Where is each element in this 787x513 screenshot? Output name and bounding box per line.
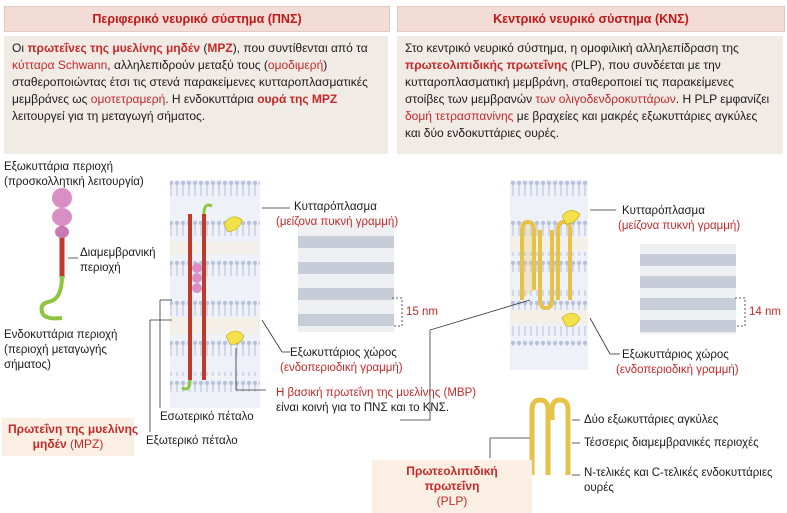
pns-spacing-bracket: [392, 297, 403, 327]
pns-header: Περιφερικό νευρικό σύστημα (ΠΝΣ): [4, 6, 390, 32]
mbp-protein-icon-2: [225, 330, 245, 345]
pns-description: Οι πρωτεΐνες της μυελίνης μηδέν (MPZ), π…: [4, 36, 388, 154]
mbp-protein-icon: [223, 216, 243, 233]
cns-intraperiod-line-label: (ενδοπεριοδική γραμμή): [616, 364, 739, 376]
cns-major-dense-line-label: (μείζονα πυκνή γραμμή): [618, 220, 741, 232]
pns-spacing-label: 15 nm: [406, 306, 438, 318]
cns-spacing-label: 14 nm: [749, 306, 781, 318]
plp-protein-icon: [529, 397, 571, 475]
plp-stack-icon: [520, 219, 572, 311]
cns-mbp-icon: [561, 210, 581, 225]
plp-tag: Πρωτεολιπιδική πρωτεΐνη(PLP): [372, 460, 532, 513]
cns-spacing-bracket: [735, 297, 746, 327]
cns-description: Στο κεντρικό νευρικό σύστημα, η ομοφιλικ…: [397, 36, 783, 154]
mpz-monomer-icon: [39, 188, 72, 321]
pns-membrane-stack: [170, 180, 260, 408]
pns-extracellular-space-label: Εξωκυττάριος χώρος: [290, 347, 397, 359]
cns-extracellular-space-label: Εξωκυττάριος χώρος: [622, 349, 729, 361]
inner-leaflet-label: Εσωτερικό πέταλο: [160, 411, 254, 423]
mbp-label: Η βασική πρωτεΐνη της μυελίνης (MBP): [276, 387, 477, 399]
extracellular-region-label: Εξωκυττάρια περιοχή (προσκολλητική λειτο…: [4, 161, 144, 188]
cns-mbp-icon-2: [561, 312, 581, 327]
transmembrane-region-label: Διαμεμβρανική περιοχή: [80, 247, 156, 274]
mbp-note: είναι κοινή για το ΠΝΣ και το ΚΝΣ.: [276, 402, 450, 414]
plp-termini-label: N-τελικές και C-τελικές ενδοκυττάριες ου…: [584, 467, 773, 494]
plp-loops-label: Δύο εξωκυττάριες αγκύλες: [584, 414, 719, 426]
cns-period-bands: [640, 244, 736, 334]
mpz-tetramer-icon: [181, 203, 213, 391]
pns-cytoplasm-label: Κυτταρόπλασμα: [294, 201, 377, 213]
pns-period-bands: [298, 222, 394, 332]
cns-cytoplasm-label: Κυτταρόπλασμα: [622, 205, 705, 217]
cns-header: Κεντρικό νευρικό σύστημα (ΚΝΣ): [397, 6, 785, 32]
plp-transmembrane-label: Τέσσερις διαμεμβρανικές περιοχές: [584, 437, 759, 449]
pns-intraperiod-line-label: (ενδοπεριοδική γραμμή): [280, 362, 403, 374]
outer-leaflet-label: Εξωτερικό πέταλο: [146, 435, 238, 447]
intracellular-region-label: Ενδοκυττάρια περιοχή (περιοχή μεταγωγής …: [4, 329, 118, 371]
pns-major-dense-line-label: (μείζονα πυκνή γραμμή): [276, 216, 399, 228]
mpz-tag: Πρωτεΐνη της μυελίνης μηδέν (MPZ): [2, 418, 138, 456]
